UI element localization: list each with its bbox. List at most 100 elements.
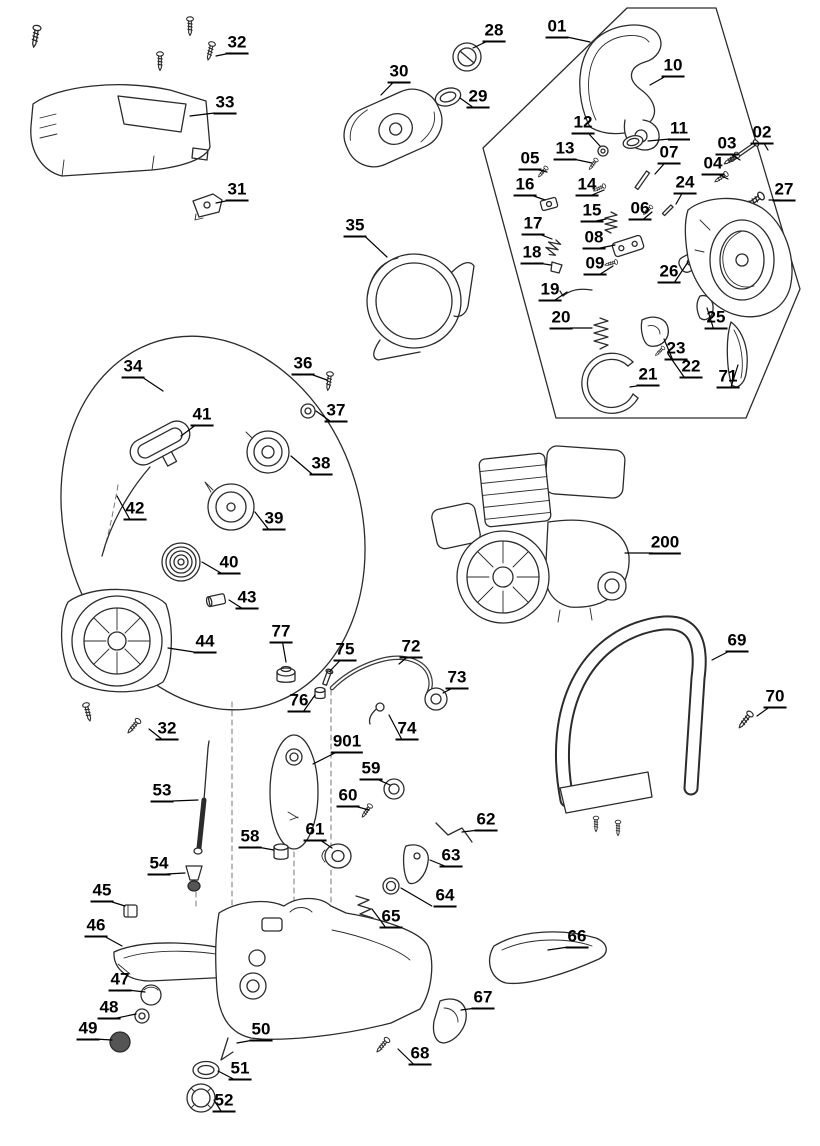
part-30-filter-cover	[343, 88, 443, 168]
part-63-trigger	[402, 844, 429, 885]
part-49-dome	[109, 1031, 131, 1053]
part-label-42: 42	[123, 500, 147, 521]
part-24-pin	[661, 204, 674, 217]
part-label-08: 08	[582, 229, 606, 250]
part-label-48: 48	[97, 999, 121, 1020]
part-77-cap	[276, 665, 296, 683]
part-label-49: 49	[76, 1020, 100, 1041]
part-sprocket-cover	[684, 197, 793, 318]
part-33-top-cover	[30, 84, 211, 177]
part-67-foot	[432, 998, 467, 1044]
part-11-ring	[622, 135, 644, 149]
part-label-19: 19	[538, 281, 562, 302]
part-label-901: 901	[330, 733, 364, 754]
part-label-16: 16	[513, 176, 537, 197]
part-19-rod	[559, 288, 593, 297]
part-label-10: 10	[661, 57, 685, 78]
part-61-pulley	[321, 843, 352, 869]
part-label-63: 63	[439, 847, 463, 868]
part-53-rod	[193, 740, 210, 855]
part-label-38: 38	[309, 455, 333, 476]
part-label-50: 50	[249, 1021, 273, 1042]
part-label-17: 17	[521, 215, 545, 236]
part-42-rope	[101, 466, 151, 557]
part-75-pin	[322, 668, 334, 686]
part-15-spring	[604, 211, 618, 234]
part-label-05: 05	[518, 150, 542, 171]
part-label-71: 71	[716, 368, 740, 389]
part-label-14: 14	[575, 176, 599, 197]
assembly-axes	[101, 484, 332, 913]
part-18-clip	[550, 261, 563, 274]
part-21-brake-band	[581, 352, 639, 414]
part-label-32: 32	[155, 720, 179, 741]
part-label-28: 28	[482, 22, 506, 43]
part-47-cup	[140, 984, 162, 1006]
part-13-screw	[586, 156, 600, 172]
part-label-24: 24	[673, 174, 697, 195]
part-38-pulley	[245, 430, 290, 474]
part-label-73: 73	[445, 669, 469, 690]
part-label-40: 40	[217, 554, 241, 575]
part-label-39: 39	[262, 510, 286, 531]
part-41-starter-handle	[129, 420, 191, 467]
part-label-21: 21	[636, 366, 660, 387]
part-label-18: 18	[520, 244, 544, 265]
part-12-washer	[597, 145, 609, 157]
part-label-59: 59	[359, 760, 383, 781]
part-label-45: 45	[90, 882, 114, 903]
part-label-76: 76	[287, 692, 311, 713]
part-62-wire	[435, 822, 473, 843]
part-54-grommet	[185, 865, 203, 892]
part-17-spring	[545, 239, 562, 256]
part-label-02: 02	[750, 124, 774, 145]
part-44-starter-housing	[60, 588, 172, 693]
part-label-37: 37	[324, 402, 348, 423]
part-65-spring	[355, 895, 374, 919]
part-70-screw	[735, 709, 755, 731]
part-label-36: 36	[291, 355, 315, 376]
part-label-41: 41	[190, 406, 214, 427]
part-label-09: 09	[583, 255, 607, 276]
part-label-67: 67	[471, 989, 495, 1010]
part-71-trim	[726, 321, 748, 388]
part-label-06: 06	[628, 200, 652, 221]
part-73-grommet	[424, 687, 448, 711]
part-label-12: 12	[571, 114, 595, 135]
part-label-70: 70	[763, 688, 787, 709]
part-label-62: 62	[474, 811, 498, 832]
part-label-13: 13	[553, 140, 577, 161]
part-label-53: 53	[150, 782, 174, 803]
part-39-spring-case	[204, 481, 255, 531]
part-label-52: 52	[212, 1092, 236, 1113]
part-label-200: 200	[648, 534, 682, 555]
part-label-07: 07	[657, 144, 681, 165]
part-23-lever	[640, 316, 669, 347]
part-label-31: 31	[225, 181, 249, 202]
part-label-01: 01	[545, 18, 569, 39]
part-32-screws-mid	[81, 701, 143, 736]
part-label-46: 46	[84, 917, 108, 938]
part-58-bushing	[273, 843, 289, 860]
part-36-screw	[323, 370, 335, 392]
part-label-51: 51	[228, 1060, 252, 1081]
leader-lines	[94, 36, 781, 1112]
part-label-43: 43	[235, 589, 259, 610]
part-label-23: 23	[664, 340, 688, 361]
part-29-seal-ring	[434, 87, 462, 107]
part-label-34: 34	[121, 358, 145, 379]
part-label-47: 47	[108, 971, 132, 992]
assembly-34-boundary	[60, 335, 366, 711]
part-72-hose	[329, 655, 433, 697]
part-48-washer	[134, 1008, 150, 1024]
part-66-rear-cover	[488, 931, 607, 985]
part-45-clip	[123, 904, 138, 918]
part-901-kit	[269, 734, 319, 850]
part-label-68: 68	[408, 1045, 432, 1066]
part-label-35: 35	[343, 217, 367, 238]
part-label-20: 20	[549, 309, 573, 330]
part-label-25: 25	[704, 309, 728, 330]
assembly-01-boundary	[482, 7, 801, 419]
